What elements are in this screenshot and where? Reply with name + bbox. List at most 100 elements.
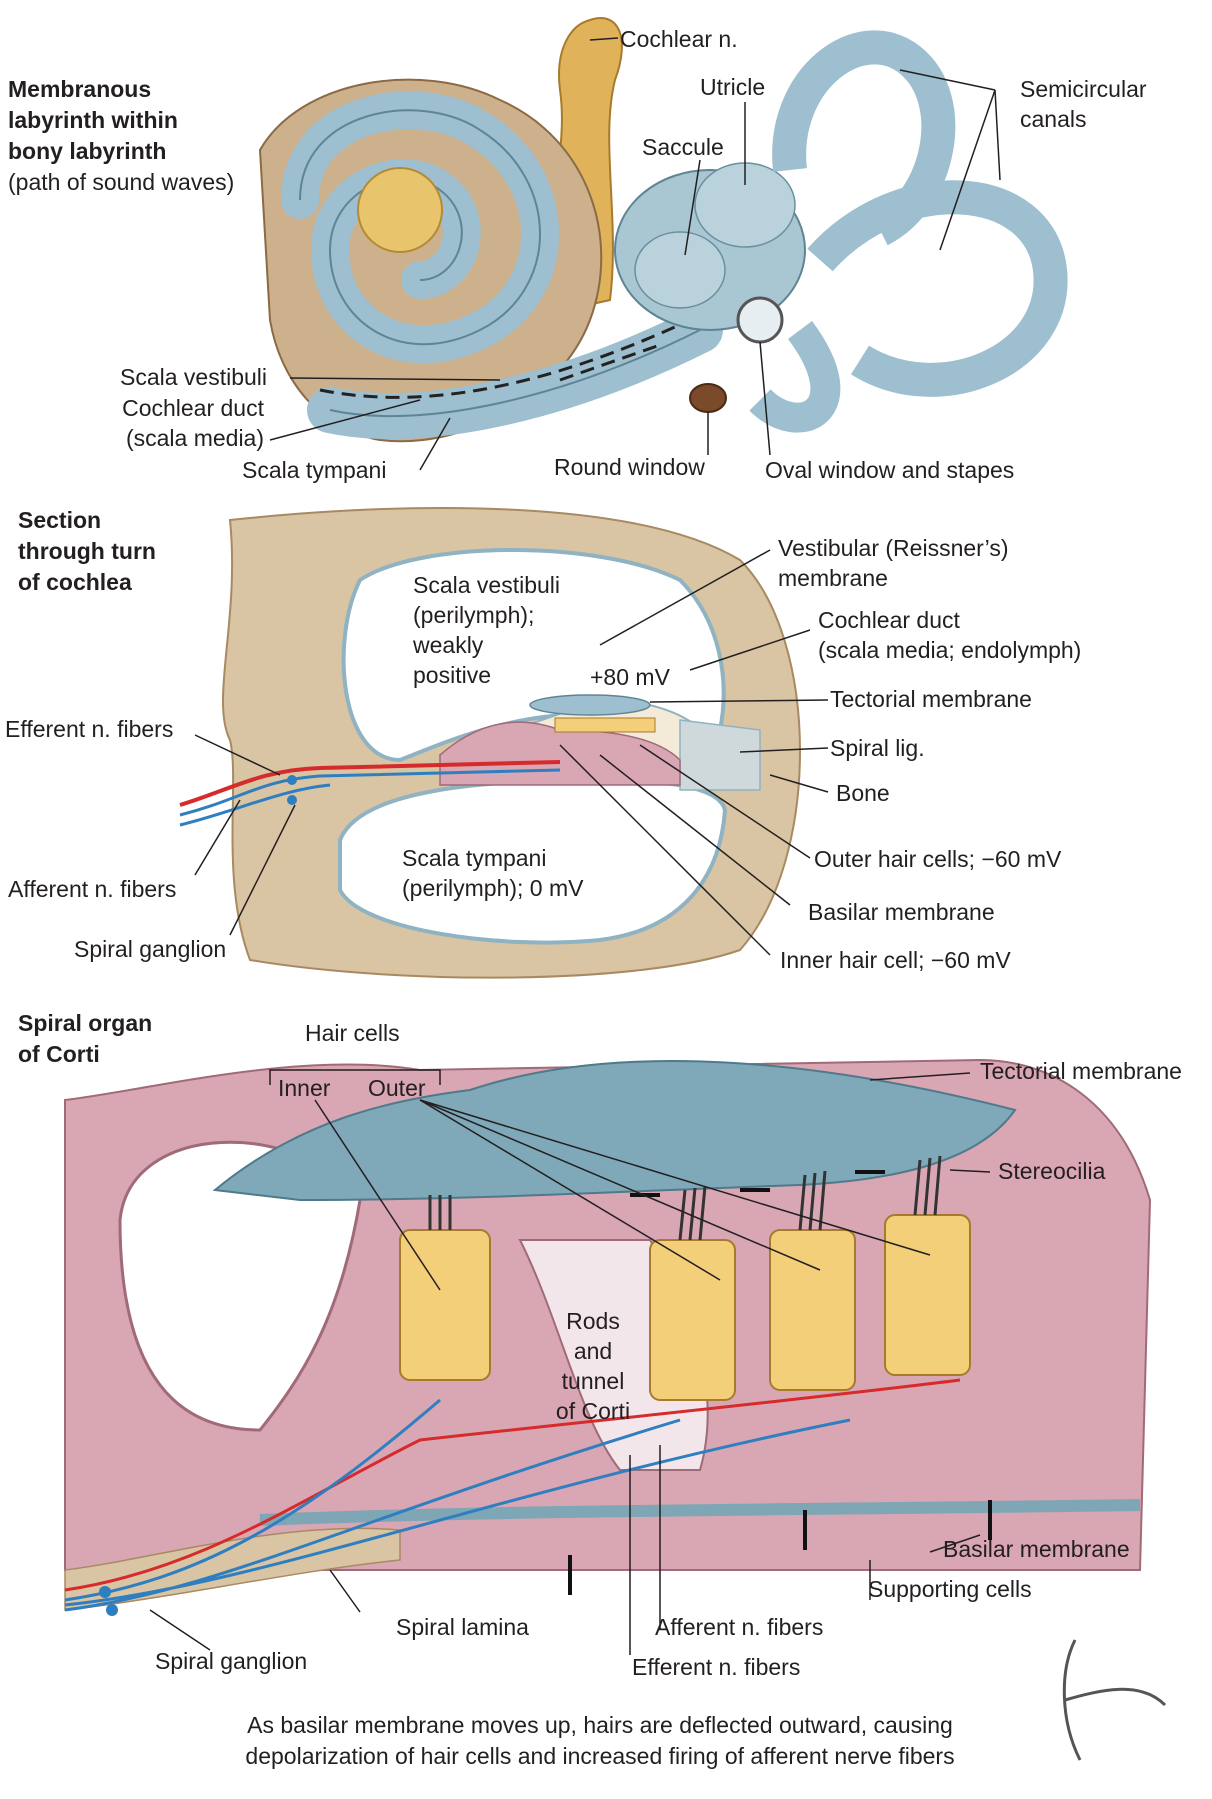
- label-semicircular-canals: Semicircular canals: [1020, 74, 1147, 134]
- tectorial-membrane-large: [212, 1060, 1017, 1202]
- label-scala-tympani-1: Scala tympani: [242, 457, 387, 483]
- label-outer-hair-cells: Outer hair cells; −60 mV: [814, 846, 1062, 872]
- outer-hair-cell-1: [649, 1239, 736, 1401]
- scala-tympani-chamber: [338, 777, 728, 945]
- stereocilia-lines: [428, 1155, 942, 1241]
- label-supporting-cells: Supporting cells: [868, 1576, 1032, 1602]
- round-window: [689, 383, 727, 413]
- label-cochlear-duct-1-line-2: (scala media): [125, 425, 264, 451]
- basilar-membrane-large: [259, 1499, 1141, 1526]
- semicircular-canal-2: [807, 180, 1068, 397]
- label-stereocilia: Stereocilia: [998, 1158, 1106, 1184]
- section-heading-line-2: through turn: [18, 538, 156, 564]
- basal-turn-edge: [329, 329, 701, 418]
- inner-sulcus: [118, 1140, 362, 1432]
- basilar-up-arrows: [568, 1500, 992, 1595]
- label-cochlear-duct-2-line-1: Cochlear duct: [818, 607, 960, 633]
- label-semicircular-line-1: Semicircular: [1020, 76, 1147, 102]
- corti-illustration: [64, 1058, 1152, 1655]
- label-scala-vestibuli-2-line-2: (perilymph);: [413, 602, 535, 628]
- modiolus: [357, 167, 443, 253]
- label-cochlear-duct-1-line-1: Cochlear duct: [122, 395, 264, 421]
- section-illustration: [179, 507, 829, 979]
- label-cochlear-duct-1: Cochlear duct (scala media): [98, 393, 264, 453]
- label-afferent-2: Afferent n. fibers: [8, 876, 177, 902]
- corti-heading-line-1: Spiral organ: [18, 1010, 153, 1036]
- corti-leaders: [149, 1072, 991, 1655]
- caption-line-2: depolarization of hair cells and increas…: [245, 1743, 955, 1769]
- label-cochlear-duct-2: Cochlear duct (scala media; endolymph): [818, 605, 1081, 665]
- spiral-ganglion-cell-a: [99, 1586, 111, 1598]
- section-heading-line-1: Section: [18, 507, 102, 533]
- saccule-shape: [634, 231, 726, 309]
- spiral-ganglion-cell-b: [106, 1604, 118, 1616]
- afferent-fibers-small: [179, 768, 561, 827]
- hair-cells-bracket: [269, 1069, 441, 1085]
- corti-heading: Spiral organ of Corti: [18, 1008, 152, 1070]
- corti-heading-line-2: of Corti: [18, 1041, 100, 1067]
- label-rods-line-4: of Corti: [555, 1398, 631, 1424]
- ganglion-cell-b: [287, 795, 297, 805]
- efferent-fibers-small: [179, 760, 561, 807]
- label-afferent-3: Afferent n. fibers: [655, 1614, 824, 1640]
- efferent-fibers-large: [64, 1378, 961, 1592]
- figure-caption: As basilar membrane moves up, hairs are …: [150, 1710, 1050, 1772]
- section-leaders: [194, 549, 829, 956]
- label-rods-line-3: tunnel: [561, 1368, 625, 1394]
- label-efferent-2: Efferent n. fibers: [5, 716, 174, 742]
- caption-line-1: As basilar membrane moves up, hairs are …: [247, 1712, 953, 1738]
- label-vestibular-membrane-line-1: Vestibular (Reissner’s): [778, 535, 1009, 561]
- label-vestibular-membrane: Vestibular (Reissner’s) membrane: [778, 533, 1009, 593]
- label-spiral-lamina: Spiral lamina: [396, 1614, 529, 1640]
- oval-window: [736, 296, 784, 344]
- label-tectorial-membrane-2: Tectorial membrane: [830, 686, 1032, 712]
- hair-cells-small: [554, 717, 656, 733]
- label-round-window: Round window: [554, 454, 705, 480]
- label-rods-line-2: and: [573, 1338, 613, 1364]
- labyrinth-heading: Membranous labyrinth within bony labyrin…: [8, 74, 234, 198]
- label-cochlear-nerve: Cochlear n.: [620, 26, 738, 52]
- label-scala-vestibuli-2-line-4: positive: [413, 662, 491, 688]
- cochlear-spiral-edge: [299, 109, 541, 346]
- outer-hair-cell-2: [769, 1229, 856, 1391]
- afferent-fibers-large: [64, 1398, 851, 1612]
- label-spiral-ganglion-2: Spiral ganglion: [74, 936, 227, 962]
- label-scala-vestibuli-2-line-3: weakly: [413, 632, 484, 658]
- label-rods: Rods and tunnel of Corti: [553, 1306, 633, 1426]
- label-rods-line-1: Rods: [566, 1308, 620, 1334]
- label-vestibular-membrane-line-2: membrane: [778, 565, 888, 591]
- section-heading-line-3: of cochlea: [18, 569, 132, 595]
- label-scala-tympani-2: Scala tympani (perilymph); 0 mV: [402, 843, 583, 903]
- label-utricle: Utricle: [700, 74, 766, 100]
- label-spiral-ganglion-3: Spiral ganglion: [155, 1648, 308, 1674]
- labyrinth-heading-line-3: bony labyrinth: [8, 138, 167, 164]
- label-hair-cells: Hair cells: [305, 1020, 400, 1046]
- label-basilar-membrane-3: Basilar membrane: [943, 1536, 1130, 1562]
- label-saccule: Saccule: [642, 134, 724, 160]
- label-potential: +80 mV: [590, 664, 670, 690]
- sound-path-arrows: [319, 318, 691, 399]
- labyrinth-illustration: [258, 17, 1068, 471]
- label-outer: Outer: [368, 1075, 426, 1101]
- netter-signature: [1062, 1639, 1167, 1761]
- label-scala-tympani-2-line-1: Scala tympani: [402, 845, 547, 871]
- semicircular-canal-3: [749, 321, 841, 433]
- label-tectorial-membrane-3: Tectorial membrane: [980, 1058, 1182, 1084]
- labyrinth-leaders: [269, 37, 1001, 471]
- label-scala-tympani-2-line-2: (perilymph); 0 mV: [402, 875, 584, 901]
- label-basilar-membrane-2: Basilar membrane: [808, 899, 995, 925]
- label-bone: Bone: [836, 780, 890, 806]
- label-oval-window: Oval window and stapes: [765, 457, 1015, 483]
- label-scala-vestibuli-2-line-1: Scala vestibuli: [413, 572, 561, 598]
- labyrinth-heading-sub: (path of sound waves): [8, 169, 235, 195]
- label-scala-vestibuli-1: Scala vestibuli: [120, 364, 268, 390]
- hair-cells-large: [399, 1214, 971, 1401]
- label-cochlear-duct-2-line-2: (scala media; endolymph): [818, 637, 1082, 663]
- inner-hair-cell: [399, 1229, 491, 1381]
- section-heading: Section through turn of cochlea: [18, 505, 156, 598]
- label-inner: Inner: [278, 1075, 331, 1101]
- label-scala-vestibuli-2: Scala vestibuli (perilymph); weakly posi…: [413, 570, 560, 690]
- label-semicircular-line-2: canals: [1020, 106, 1087, 132]
- label-inner-hair-cell: Inner hair cell; −60 mV: [780, 947, 1011, 973]
